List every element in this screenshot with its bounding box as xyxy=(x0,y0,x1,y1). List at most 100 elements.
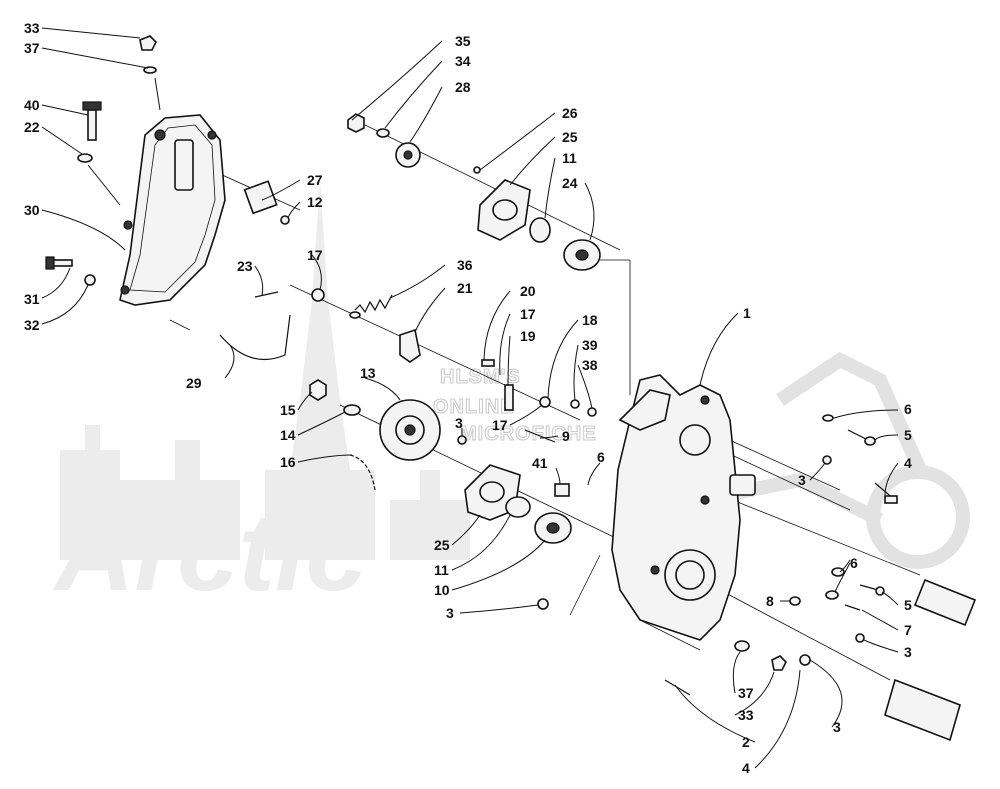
bearing-24 xyxy=(563,239,601,271)
bracket-27 xyxy=(243,180,278,215)
callout: 3 xyxy=(446,605,454,621)
callout: 29 xyxy=(186,375,202,391)
bearing-10 xyxy=(534,512,572,544)
nut-33-lower xyxy=(771,655,787,671)
callout: 5 xyxy=(904,597,912,613)
bolt-2 xyxy=(664,679,691,696)
callout: 13 xyxy=(360,365,376,381)
callout: 3 xyxy=(833,719,841,735)
callout: 17 xyxy=(492,417,508,433)
callout: 1 xyxy=(743,305,751,321)
callout: 11 xyxy=(434,562,449,578)
callout: 3 xyxy=(455,415,463,431)
washer-6-lower-b xyxy=(825,590,839,600)
nut-3-right xyxy=(822,455,832,465)
watermark-line2: ONLINE xyxy=(433,396,515,418)
callout: 5 xyxy=(904,427,912,443)
callout: 19 xyxy=(520,328,536,344)
callout: 18 xyxy=(582,312,598,328)
callout: 21 xyxy=(457,280,473,296)
chain-tensioner-spring-36 xyxy=(349,294,393,319)
bolt-5-lower xyxy=(859,584,885,596)
bolt-9 xyxy=(524,429,556,443)
nut-3-lower-right xyxy=(855,633,865,643)
callout: 17 xyxy=(520,306,536,322)
driveshaft xyxy=(884,578,977,742)
nut-12 xyxy=(280,215,290,225)
snap-ring-11-lower xyxy=(505,496,531,518)
callout: 30 xyxy=(24,202,40,218)
callout: 3 xyxy=(904,644,912,660)
callout: 37 xyxy=(738,685,754,701)
washer-39 xyxy=(570,399,580,409)
washer-37-top xyxy=(143,66,157,74)
nut-3-middle xyxy=(457,435,467,445)
washer-37-lower xyxy=(734,640,750,652)
callout: 15 xyxy=(280,402,296,418)
callout: 22 xyxy=(24,119,40,135)
callout: 25 xyxy=(562,129,578,145)
bolt-26 xyxy=(473,166,481,174)
callout: 6 xyxy=(850,555,858,571)
callout: 11 xyxy=(562,150,577,166)
bolt-7 xyxy=(844,604,861,611)
bolt-3-lower xyxy=(799,654,811,666)
tensioner-block-21 xyxy=(399,328,421,363)
snap-ring-11-upper xyxy=(529,217,551,243)
watermark-castle-silhouette xyxy=(60,180,470,560)
washer-6-lower-a xyxy=(831,567,845,577)
callout: 4 xyxy=(904,455,912,471)
callout: 33 xyxy=(738,707,754,723)
washer-6-upper xyxy=(822,414,834,422)
callout: 28 xyxy=(455,79,471,95)
chaincase-cover xyxy=(119,114,226,306)
callout: 20 xyxy=(520,283,536,299)
callout: 38 xyxy=(582,357,598,373)
sprocket-13 xyxy=(379,399,441,461)
washer-34 xyxy=(376,128,390,138)
callout: 36 xyxy=(457,257,473,273)
callout: 10 xyxy=(434,582,450,598)
leader-lines xyxy=(41,27,899,769)
callout: 26 xyxy=(562,105,578,121)
callout: 8 xyxy=(766,593,774,609)
callout: 34 xyxy=(455,53,471,69)
callout: 25 xyxy=(434,537,450,553)
o-ring-22 xyxy=(77,153,93,163)
watermark-line3: MICROFICHE xyxy=(460,423,597,445)
callout: 6 xyxy=(597,449,605,465)
callout: 37 xyxy=(24,40,40,56)
watermark-brand: Arctic xyxy=(52,491,367,614)
washer-32 xyxy=(84,274,96,286)
washer-14 xyxy=(343,404,361,416)
bolt-31 xyxy=(45,256,73,270)
callout: 27 xyxy=(307,172,323,188)
nut-35 xyxy=(347,113,365,133)
lever-20-19 xyxy=(481,359,514,411)
bolt-5-upper xyxy=(847,429,876,446)
nut-33-top xyxy=(139,35,157,51)
callout: 12 xyxy=(307,194,323,210)
pin-23 xyxy=(254,291,279,298)
callout: 40 xyxy=(24,97,40,113)
nut-3-lower xyxy=(537,598,549,610)
washer-8 xyxy=(789,596,801,606)
callout: 9 xyxy=(562,428,570,444)
bearing-retainer-25-upper xyxy=(477,179,531,241)
plug-41 xyxy=(554,483,570,497)
callout: 31 xyxy=(24,291,40,307)
callout: 41 xyxy=(532,455,548,471)
callouts: 33 37 40 22 30 31 32 35 34 28 26 25 11 2… xyxy=(24,20,912,776)
dipstick-40 xyxy=(82,101,102,141)
callout: 32 xyxy=(24,317,40,333)
callout: 33 xyxy=(24,20,40,36)
callout: 17 xyxy=(307,247,323,263)
washer-17-upper xyxy=(311,288,325,302)
nut-15 xyxy=(309,379,327,401)
callout: 35 xyxy=(455,33,471,49)
chain-16 xyxy=(349,454,376,491)
callout: 14 xyxy=(280,427,296,443)
callout: 24 xyxy=(562,175,578,191)
callout: 16 xyxy=(280,454,296,470)
